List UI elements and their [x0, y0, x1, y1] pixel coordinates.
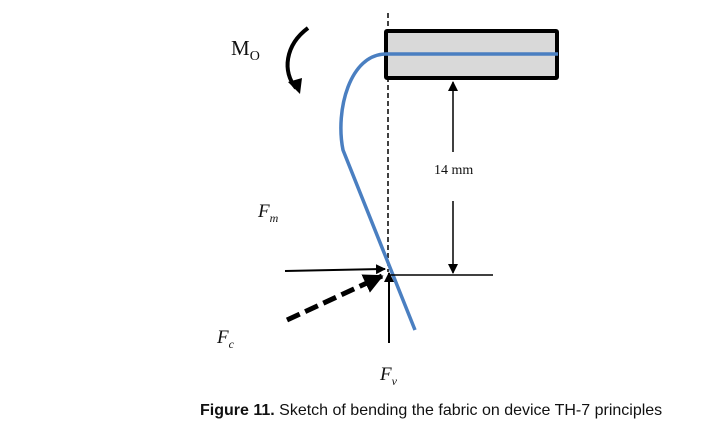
moment-label-sub: O — [249, 49, 260, 65]
fc-label-main: F — [217, 327, 229, 348]
fm-arrow — [284, 264, 386, 275]
fv-label-sub: v — [391, 373, 397, 388]
fc-label: Fc — [217, 327, 234, 352]
fm-label-main: F — [258, 201, 270, 222]
fm-label: Fm — [258, 201, 278, 226]
fc-arrow — [285, 273, 384, 323]
figure-caption: Figure 11. Sketch of bending the fabric … — [200, 402, 663, 420]
moment-label-main: M — [231, 36, 250, 60]
distance-label: 14 mm — [434, 163, 474, 178]
figure-number: Figure 11. — [200, 402, 275, 419]
moment-label: MO — [231, 36, 260, 65]
fabric-strip — [339, 52, 558, 331]
caption-text: Sketch of bending the fabric on device T… — [274, 402, 663, 419]
moment-arrow-icon — [285, 26, 310, 90]
fv-label: Fv — [380, 364, 397, 389]
fm-label-sub: m — [269, 210, 279, 225]
fc-label-sub: c — [228, 336, 234, 351]
fv-label-main: F — [380, 364, 392, 385]
